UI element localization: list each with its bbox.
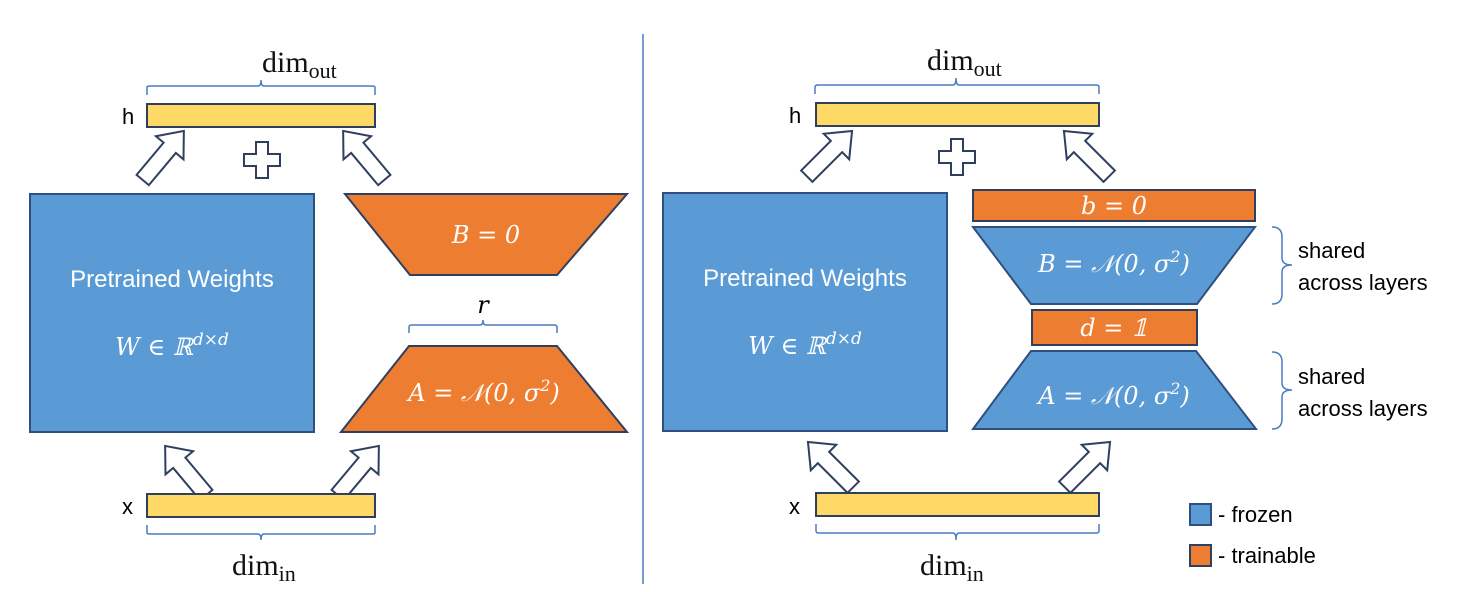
matrix-A-label: A = 𝒩(0, σ2) [1036, 379, 1190, 410]
shared-label-B-line2: across layers [1298, 270, 1428, 295]
vector-d-bar [1031, 309, 1198, 346]
output-vector-h [815, 102, 1100, 127]
input-vector-x [815, 492, 1100, 517]
matrix-B-label: B = 𝒩(0, σ2) [1037, 247, 1190, 278]
shared-label-A: shared [1298, 364, 1365, 389]
right-panel: dimout h Pretrained Weights W ∈ ℝd×d b =… [662, 44, 1428, 586]
arrow-lora-to-h [1050, 117, 1123, 190]
plus-icon [243, 141, 281, 179]
input-vector-x [146, 493, 376, 518]
matrix-B-trapezoid [970, 226, 1258, 305]
arrow-pretrained-to-h [127, 118, 199, 193]
legend-label-frozen: - frozen [1218, 502, 1293, 527]
vector-b-bar [972, 189, 1256, 222]
shared-label-A-line2: across layers [1298, 396, 1428, 421]
dim-in-brace [146, 525, 376, 541]
dim-in-label: dimin [920, 549, 984, 586]
matrix-A-trapezoid [971, 350, 1259, 430]
plus-icon [938, 138, 976, 176]
shared-label-B: shared [1298, 238, 1365, 263]
rank-label: r [477, 291, 490, 319]
legend-swatch-trainable [1189, 544, 1212, 567]
output-vector-label: h [122, 104, 134, 129]
pretrained-weights-formula: W ∈ ℝd×d [115, 330, 229, 361]
matrix-A-label: A = 𝒩(0, σ2) [406, 376, 560, 407]
matrix-B-label: B = 0 [451, 221, 520, 249]
pretrained-weights-box [662, 192, 948, 432]
arrow-x-to-A [1051, 428, 1124, 501]
legend-item-frozen: - frozen [1189, 502, 1293, 527]
legend: - frozen - trainable [1189, 502, 1316, 568]
legend-swatch-frozen [1189, 503, 1212, 526]
arrow-lora-to-h [328, 118, 400, 193]
pretrained-weights-title: Pretrained Weights [70, 266, 274, 293]
left-panel: dimout h Pretrained Weights W ∈ ℝd×d B =… [29, 46, 630, 586]
matrix-B-trapezoid [342, 193, 630, 276]
shared-brace-B [1271, 226, 1293, 305]
dim-out-brace [146, 79, 376, 95]
vector-d-label: d = 𝟙 [1080, 314, 1147, 342]
dim-in-brace [815, 524, 1100, 541]
vector-b-label: b = 0 [1081, 192, 1147, 220]
pretrained-weights-box [29, 193, 315, 433]
input-vector-label: x [122, 494, 133, 519]
output-vector-label: h [789, 103, 801, 128]
dim-out-label: dimout [927, 44, 1002, 81]
output-vector-h [146, 103, 376, 128]
pretrained-weights-title: Pretrained Weights [703, 265, 907, 292]
input-vector-label: x [789, 494, 800, 519]
legend-item-trainable: - trainable [1189, 543, 1316, 568]
arrow-x-to-pretrained [794, 428, 867, 501]
pretrained-weights-formula: W ∈ ℝd×d [748, 329, 862, 360]
legend-label-trainable: - trainable [1218, 543, 1316, 568]
dim-in-label: dimin [232, 549, 296, 586]
dim-out-label: dimout [262, 46, 337, 83]
dim-out-brace [814, 77, 1100, 94]
arrow-pretrained-to-h [793, 117, 866, 190]
rank-brace [408, 319, 558, 333]
shared-brace-A [1271, 351, 1293, 430]
matrix-A-trapezoid [338, 345, 630, 433]
